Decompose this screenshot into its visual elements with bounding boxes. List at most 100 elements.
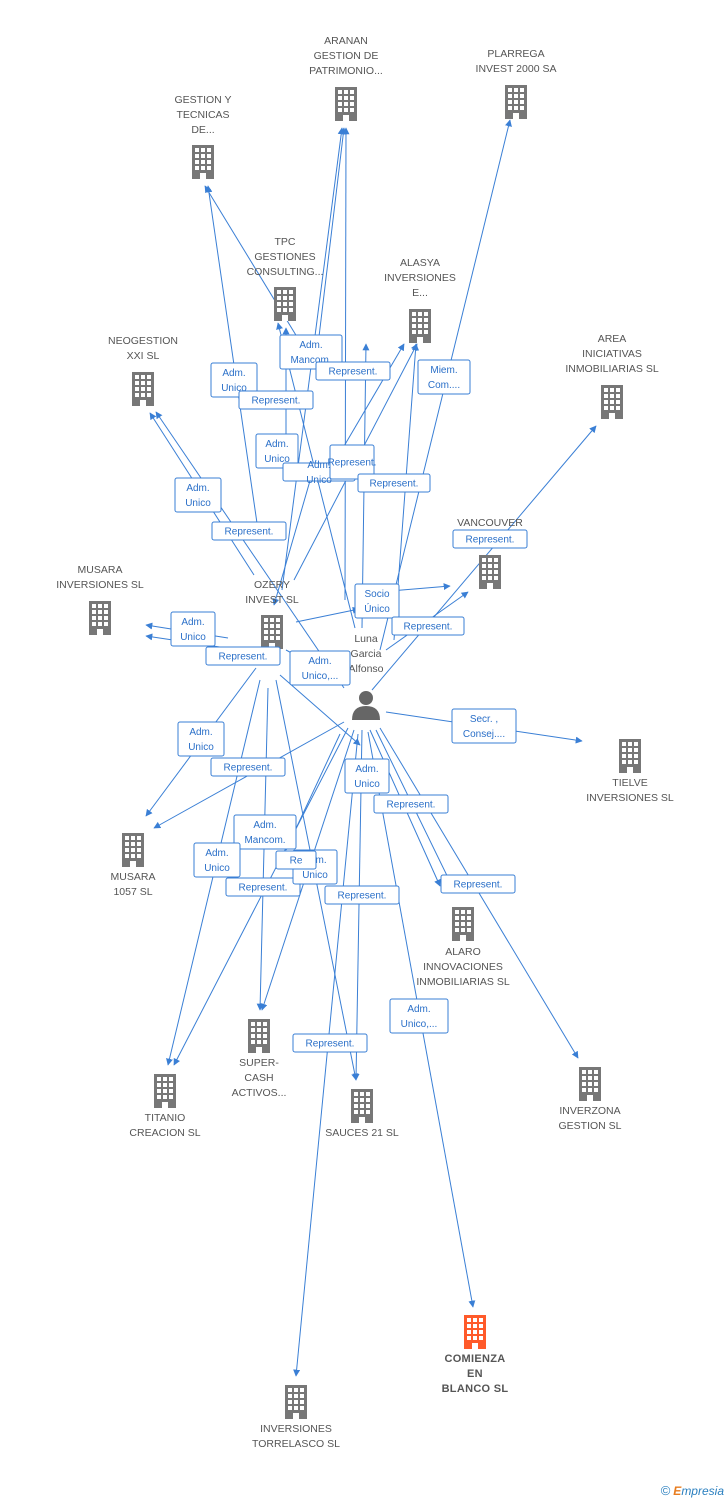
relation-label-text: Represent. [239, 883, 288, 894]
relation-label-13[interactable]: Adm.Unico [170, 611, 216, 647]
relation-label-0[interactable]: Adm.Mancom. [279, 334, 343, 370]
relation-label-4[interactable]: Represent. [238, 390, 314, 410]
relation-labels-layer: Adm.Mancom.Represent.Miem.Com....Adm.Uni… [170, 334, 528, 1053]
relation-label-20[interactable]: Adm. Unico [344, 758, 390, 794]
relation-label-18[interactable]: Adm.Unico [177, 721, 225, 757]
node-label-line: GESTION SL [558, 1120, 621, 1132]
company-building-icon [351, 1089, 373, 1123]
relation-label-box [451, 708, 517, 744]
relation-label-box [177, 721, 225, 757]
company-building-icon [154, 1074, 176, 1108]
node-label-line: TITANIO [145, 1112, 186, 1124]
relation-label-1[interactable]: Represent. [315, 361, 391, 381]
relation-label-16[interactable]: Adm. Unico,... [289, 650, 351, 686]
relation-label-box [170, 611, 216, 647]
node-label-line: ARANAN [324, 35, 368, 47]
relation-label-box [389, 998, 449, 1034]
node-vancouver[interactable]: VANCOUVER [457, 517, 523, 589]
company-building-icon [122, 833, 144, 867]
company-building-icon [479, 555, 501, 589]
relation-label-box [344, 758, 390, 794]
relation-label-text: Unico [354, 779, 380, 790]
node-label-line: INNOVACIONES [423, 961, 503, 973]
relation-label-5[interactable]: Adm.Unico [255, 433, 299, 469]
relation-label-19[interactable]: Represent. [210, 757, 286, 777]
relation-label-26[interactable]: Represent. [324, 885, 400, 905]
relation-label-box [225, 877, 301, 897]
relation-label-11[interactable]: Represent. [452, 529, 528, 549]
brand-logo-text: mpresia [681, 1484, 724, 1498]
relation-label-21[interactable]: Represent. [373, 794, 449, 814]
relation-label-23[interactable]: Adm.Unico [193, 842, 241, 878]
relation-label-box [238, 390, 314, 410]
relation-label-text: Represent. [225, 527, 274, 538]
relation-label-22[interactable]: Adm.Mancom. [233, 814, 297, 850]
node-label-line: SAUCES 21 SL [325, 1127, 399, 1139]
node-sauces[interactable]: SAUCES 21 SL [325, 1089, 399, 1139]
relation-label-text: Adm. [355, 764, 378, 775]
company-building-icon [132, 372, 154, 406]
relation-label-14[interactable]: Represent. [391, 616, 465, 636]
relation-label-10[interactable]: Represent. [211, 521, 287, 541]
node-label-line: TPC [275, 236, 296, 248]
relation-label-box [205, 646, 281, 666]
company-building-icon [335, 87, 357, 121]
brand-logo-e: E [673, 1484, 682, 1498]
relation-label-8[interactable]: Represent. [357, 473, 431, 493]
node-label-line: INVERSIONES SL [586, 792, 674, 804]
relation-label-2[interactable]: Miem.Com.... [417, 359, 471, 395]
relation-label-30[interactable]: Re [275, 850, 317, 870]
relation-label-box [210, 362, 258, 398]
relation-label-text: Adm. [308, 656, 331, 667]
relation-label-7[interactable]: Represent. [328, 444, 377, 480]
relation-label-text: Secr. , [470, 714, 498, 725]
relation-label-27[interactable]: Represent. [440, 874, 516, 894]
node-label-line: E... [412, 287, 428, 299]
relation-label-17[interactable]: Secr. ,Consej.... [451, 708, 517, 744]
relation-label-24[interactable]: Represent. [225, 877, 301, 897]
node-label-line: SUPER- [239, 1057, 279, 1069]
relation-label-text: Unico,... [302, 671, 339, 682]
relation-label-text: Adm. [186, 483, 209, 494]
relation-label-9[interactable]: Adm.Unico [174, 477, 222, 513]
node-label-line: CASH [244, 1072, 273, 1084]
relation-label-3[interactable]: Adm.Unico [210, 362, 258, 398]
relation-label-text: Represent. [306, 1039, 355, 1050]
relation-label-29[interactable]: Represent. [292, 1033, 368, 1053]
company-building-icon [579, 1067, 601, 1101]
relation-label-15[interactable]: Represent. [205, 646, 281, 666]
relation-label-28[interactable]: Adm.Unico,... [389, 998, 449, 1034]
relation-label-text: Mancom. [290, 355, 331, 366]
relation-label-box [233, 814, 297, 850]
node-label-line: NEOGESTION [108, 335, 178, 347]
relation-label-text: Adm. [222, 368, 245, 379]
copyright-icon: © [660, 1483, 671, 1498]
node-label-line: ALARO [445, 946, 481, 958]
node-label-line: GESTIONES [254, 251, 315, 263]
